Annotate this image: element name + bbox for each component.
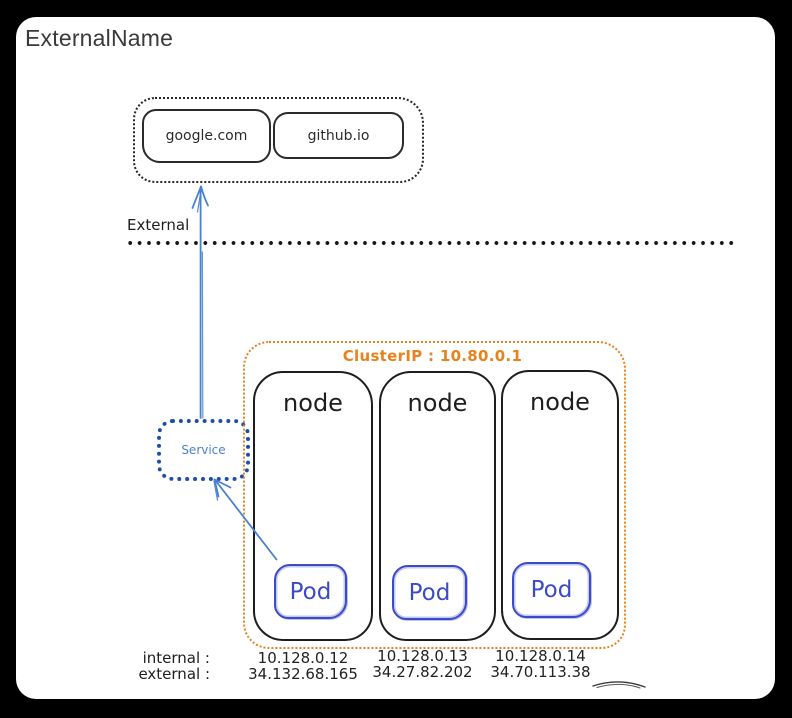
external-boundary-dotted-line	[128, 240, 736, 246]
service-label: Service	[181, 443, 226, 457]
ip-legend: internal : external :	[118, 650, 210, 682]
service-box: Service	[157, 419, 250, 481]
node-box-2: node Pod	[379, 371, 496, 641]
pod-box-2: Pod	[392, 565, 467, 620]
external-ip: 34.27.82.202	[372, 663, 473, 681]
internal-ip: 10.128.0.14	[495, 647, 586, 665]
internal-ip: 10.128.0.12	[257, 649, 349, 667]
cluster-ip-label: ClusterIP : 10.80.0.1	[342, 347, 523, 365]
internal-ip: 10.128.0.13	[377, 647, 468, 665]
ip-column-node-1: 10.128.0.12 34.132.68.165	[245, 650, 361, 682]
external-domains-container	[133, 97, 424, 183]
pod-box-3: Pod	[512, 562, 591, 618]
domain-box-github: github.io	[273, 112, 404, 159]
ip-column-node-2: 10.128.0.13 34.27.82.202	[365, 648, 480, 680]
external-ip: 34.70.113.38	[490, 663, 591, 681]
pod-label: Pod	[530, 577, 573, 603]
node-label: node	[407, 389, 468, 417]
page-title: ExternalName	[25, 25, 174, 51]
domain-label: github.io	[307, 127, 370, 144]
node-box-3: node Pod	[501, 370, 619, 640]
pod-label: Pod	[289, 578, 332, 605]
ip-column-node-3: 10.128.0.14 34.70.113.38	[483, 648, 598, 680]
external-zone-label: External	[127, 216, 190, 234]
ip-legend-external: external :	[138, 665, 210, 683]
ip-legend-internal: internal :	[142, 649, 210, 667]
domain-label: google.com	[165, 128, 248, 144]
node-box-1: node Pod	[253, 371, 373, 641]
node-label: node	[530, 388, 590, 416]
pod-label: Pod	[408, 579, 451, 606]
domain-box-google: google.com	[142, 109, 271, 163]
node-label: node	[283, 389, 343, 417]
external-ip: 34.132.68.165	[248, 665, 358, 683]
pod-box-1: Pod	[274, 564, 347, 619]
